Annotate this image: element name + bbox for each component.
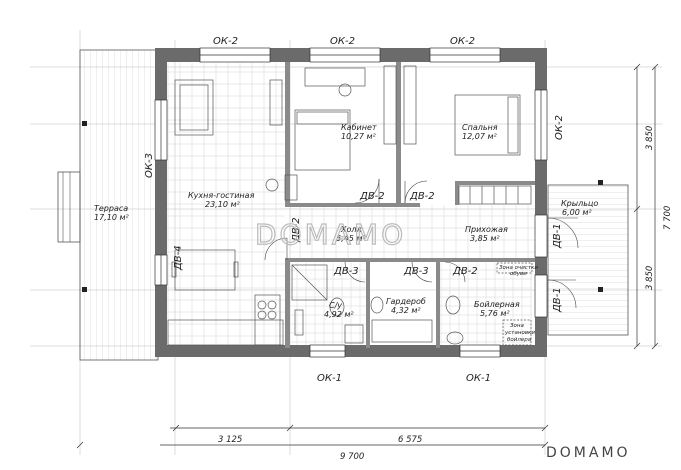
- boiler-floor: [440, 263, 532, 348]
- dining-table: [174, 249, 236, 291]
- hall-floor: [289, 205, 547, 260]
- boiler-toilet: [445, 295, 461, 315]
- room-area-porch: 6,00 м²: [562, 208, 592, 217]
- room-name-terrace: Терраса: [94, 204, 128, 213]
- room-name-porch: Крыльцо: [561, 199, 598, 208]
- study-desk: [304, 67, 366, 87]
- boiler-zone: [502, 319, 532, 346]
- door-label-dv2-c: ДВ-2: [291, 217, 302, 243]
- door-label-dv2-a: ДВ-2: [359, 191, 385, 202]
- room-area-boiler: 5,76 м²: [480, 309, 510, 318]
- window-labels: ОК-2 ОК-2 ОК-2 ОК-2 ОК-3 ОК-1 ОК-1: [144, 36, 565, 384]
- wardrobe-toilet: [370, 296, 384, 314]
- room-name-boiler: Бойлерная: [474, 300, 520, 309]
- porch-deck: [547, 184, 629, 336]
- room-name-wardrobe: Гардероб: [386, 297, 426, 306]
- kitchen-counter: [167, 319, 284, 346]
- room-name-entry: Прихожая: [465, 225, 508, 234]
- door-label-dv4: ДВ-4: [173, 245, 184, 271]
- door-label-dv1-a: ДВ-1: [552, 223, 563, 249]
- door-labels: ДВ-2 ДВ-2 ДВ-2 ДВ-2 ДВ-3 ДВ-3 ДВ-4 ДВ-1 …: [173, 191, 563, 313]
- boiler-sink: [446, 331, 464, 345]
- bath-sink: [329, 297, 345, 317]
- window-label-ok1-a: ОК-1: [317, 373, 342, 384]
- window-openings: [154, 47, 548, 358]
- dim-total-width: 9 700: [340, 452, 364, 462]
- wardrobe-bedroom: [403, 65, 417, 145]
- window-label-ok2-right: ОК-2: [554, 115, 565, 140]
- room-area-wardrobe: 4,32 м²: [391, 306, 421, 315]
- room-name-kitchen: Кухня-гостиная: [188, 191, 255, 200]
- room-labels: Терраса 17,10 м² Кухня-гостиная 23,10 м²…: [94, 123, 598, 343]
- dim-top-part: 3 850: [645, 126, 655, 150]
- fridge: [284, 174, 298, 201]
- room-area-terrace: 17,10 м²: [94, 213, 129, 222]
- note-shoe-zone-2: обуви: [510, 271, 527, 277]
- sofa: [174, 79, 214, 136]
- wardrobe-study: [383, 65, 397, 145]
- window-label-ok2-a: ОК-2: [213, 36, 238, 47]
- window-label-ok2-c: ОК-2: [450, 36, 475, 47]
- window-label-ok3: ОК-3: [144, 153, 155, 178]
- door-label-dv2-d: ДВ-2: [452, 266, 478, 277]
- note-boiler-zone-3: бойлера: [507, 337, 532, 343]
- room-name-study: Кабинет: [341, 123, 377, 132]
- kitchen-floor: [167, 63, 285, 348]
- bath-counter: [344, 324, 364, 344]
- bed: [454, 94, 521, 156]
- dim-left-part: 3 125: [218, 435, 242, 445]
- wardrobe-shelves: [371, 319, 433, 343]
- columns: [82, 121, 603, 292]
- door-label-dv3-b: ДВ-3: [403, 266, 429, 277]
- room-name-bath: С/у: [329, 301, 342, 310]
- note-boiler-zone-2: установки: [504, 330, 535, 336]
- logo: DOMAMO: [546, 445, 631, 461]
- room-area-kitchen: 23,10 м²: [205, 200, 240, 209]
- room-area-hall: 5,45 м²: [336, 234, 366, 243]
- furniture: [167, 65, 533, 346]
- interior-walls: [285, 62, 535, 348]
- bath-cabinet: [294, 309, 304, 336]
- dimension-labels: 3 125 6 575 9 700 3 850 3 850 7 700: [218, 126, 673, 462]
- dimension-lines: [76, 63, 659, 449]
- watermark: DOMAMO: [255, 218, 406, 251]
- terrace-steps: [57, 171, 81, 243]
- hall-closet: [458, 185, 532, 205]
- terrace-deck: [79, 49, 159, 361]
- dim-total-height: 7 700: [663, 206, 673, 230]
- study-bed: [294, 109, 351, 171]
- room-name-hall: Холл: [340, 225, 362, 234]
- bath-floor: [289, 263, 367, 348]
- stove-round: [265, 178, 279, 192]
- room-area-study: 10,27 м²: [341, 132, 376, 141]
- shower: [291, 264, 328, 301]
- door-label-dv2-b: ДВ-2: [409, 191, 435, 202]
- study-chair: [338, 83, 352, 97]
- window-label-ok1-b: ОК-1: [466, 373, 491, 384]
- room-area-bedroom: 12,07 м²: [462, 132, 497, 141]
- note-boiler-zone-1: Зона: [510, 323, 524, 329]
- door-label-dv3-a: ДВ-3: [333, 266, 359, 277]
- room-area-entry: 3,85 м²: [470, 234, 500, 243]
- window-label-ok2-b: ОК-2: [330, 36, 355, 47]
- shoe-zone: [496, 262, 533, 274]
- room-area-bath: 4,92 м²: [324, 310, 354, 319]
- dim-bottom-part: 3 850: [645, 266, 655, 290]
- note-shoe-zone-1: Зона очистки: [499, 265, 538, 271]
- room-name-bedroom: Спальня: [462, 123, 498, 132]
- door-swings: [264, 178, 579, 309]
- door-label-dv1-b: ДВ-1: [552, 287, 563, 313]
- tv-stand: [269, 79, 283, 126]
- dim-right-part: 6 575: [398, 435, 422, 445]
